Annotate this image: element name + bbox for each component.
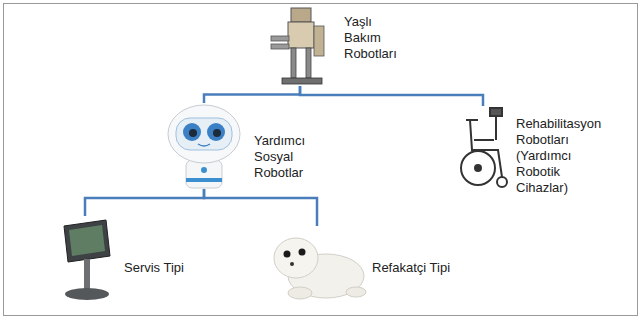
social-robot-figure	[168, 105, 240, 188]
care-robot-figure	[271, 8, 324, 84]
seal-tail	[346, 287, 366, 297]
robot-eye	[183, 123, 201, 141]
service-robot-figure	[64, 220, 110, 300]
robot-body	[186, 160, 222, 188]
wheel	[461, 151, 495, 185]
tree-node: Yardımcı Sosyal Robotlar	[162, 103, 308, 189]
robot-pupil	[189, 129, 197, 137]
arm-rest	[474, 139, 494, 141]
node-label: Rehabilitasyon Robotları (Yardımcı Robot…	[516, 116, 604, 196]
tree-node: Refakatçi Tipi	[270, 226, 453, 302]
robot-button	[201, 167, 207, 173]
robot-eye	[207, 123, 225, 141]
seal-flipper	[288, 287, 312, 299]
seal-eye	[284, 251, 291, 258]
robot-monitor	[64, 220, 110, 262]
node-label: Yaşlı Bakım Robotları	[344, 14, 399, 62]
robot-leg	[306, 48, 311, 78]
tree-node: Rehabilitasyon Robotları (Yardımcı Robot…	[458, 106, 604, 198]
tree-node: Yaşlı Bakım Robotları	[268, 6, 399, 86]
robot-post	[314, 26, 324, 56]
seal-head	[274, 238, 318, 278]
robot-mouth	[198, 144, 210, 146]
robot-trim	[186, 178, 222, 182]
chair-frame	[470, 120, 502, 177]
tree-connector	[85, 189, 204, 216]
wheel-hub	[475, 165, 481, 171]
tree-connector	[204, 189, 317, 226]
tree-connector	[300, 86, 483, 106]
robot-pupil	[213, 129, 221, 137]
frame-border	[4, 4, 638, 316]
robot-arm	[271, 36, 289, 41]
robot-torso	[288, 22, 314, 48]
robot-leg	[291, 48, 296, 78]
seal-eye	[299, 249, 306, 256]
robot-arm	[271, 44, 289, 49]
tree-connector	[204, 86, 300, 103]
robot-head	[291, 8, 311, 22]
caster	[497, 177, 507, 187]
tree-node: Servis Tipi	[56, 216, 186, 302]
chair-handle	[466, 119, 478, 121]
node-label: Servis Tipi	[124, 260, 184, 276]
device-head	[490, 108, 502, 116]
node-label: Yardımcı Sosyal Robotlar	[254, 133, 308, 181]
robot-face	[176, 118, 232, 150]
seal-nose	[290, 262, 294, 266]
node-label: Refakatçi Tipi	[372, 260, 450, 276]
robot-pole	[84, 259, 90, 291]
seal-robot-figure	[274, 238, 366, 299]
robot-base	[282, 78, 322, 84]
robot-base	[65, 288, 109, 300]
robot-head	[168, 105, 240, 163]
wheelchair-figure	[461, 108, 507, 187]
robot-screen	[69, 225, 105, 256]
